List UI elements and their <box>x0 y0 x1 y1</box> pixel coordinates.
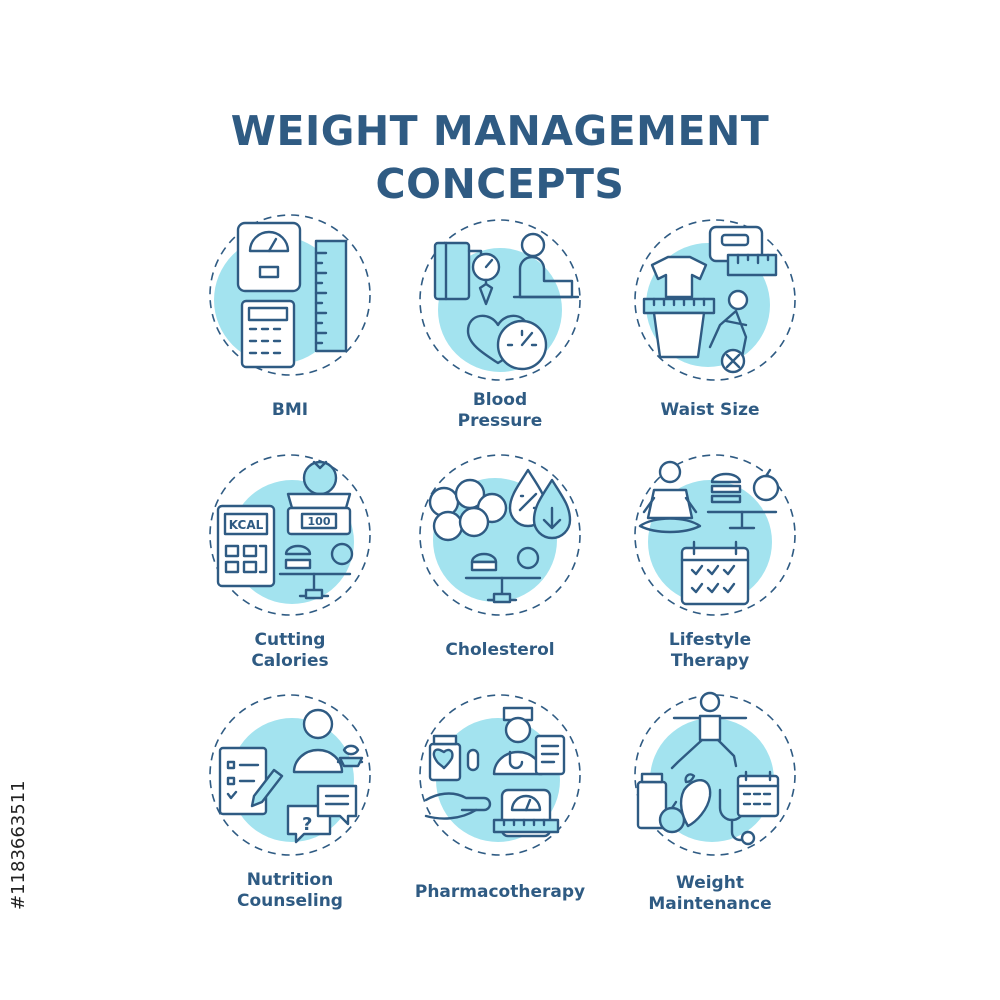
concept-label: BMI <box>271 400 309 420</box>
exercise-diet-icon <box>634 691 796 856</box>
concept-label: Blood Pressure <box>457 390 543 431</box>
concept-lifestyle-therapy: Lifestyle Therapy <box>590 450 830 690</box>
yoga-calendar-icon <box>634 454 796 616</box>
concept-label: Cutting Calories <box>251 630 329 671</box>
concept-label: Pharmacotherapy <box>414 882 586 902</box>
title-line-1: WEIGHT MANAGEMENT <box>230 107 770 156</box>
svg-text:100: 100 <box>308 515 331 528</box>
scale-calculator-ruler-icon <box>209 214 371 376</box>
svg-text:?: ? <box>302 814 312 835</box>
image-id-text: #1183663511 <box>8 780 29 910</box>
doctor-medication-icon <box>419 694 581 856</box>
concept-label: Nutrition Counseling <box>237 870 343 911</box>
concept-label: Cholesterol <box>445 640 555 660</box>
concept-weight-maintenance: Weight Maintenance <box>590 690 830 930</box>
concept-cutting-calories: KCAL 100 Cutting Calories <box>170 450 410 690</box>
concept-bmi: BMI <box>170 205 410 445</box>
cholesterol-molecule-icon <box>419 454 581 616</box>
page-title: WEIGHT MANAGEMENT CONCEPTS <box>0 105 1000 211</box>
concept-blood-pressure: Blood Pressure <box>380 205 620 445</box>
concept-label: Waist Size <box>660 400 760 420</box>
concept-nutrition-counseling: ? Nutrition Counseling <box>170 690 410 930</box>
blood-pressure-monitor-icon <box>419 219 581 381</box>
title-line-2: CONCEPTS <box>375 160 625 209</box>
waist-measuring-tape-icon <box>634 219 796 381</box>
concept-cholesterol: Cholesterol <box>380 450 620 690</box>
nutritionist-chat-icon: ? <box>209 694 371 856</box>
concept-waist-size: Waist Size <box>590 205 830 445</box>
svg-text:KCAL: KCAL <box>229 518 264 532</box>
kcal-food-scale-icon: KCAL 100 <box>209 454 371 616</box>
concept-label: Lifestyle Therapy <box>668 630 752 671</box>
concept-pharmacotherapy: Pharmacotherapy <box>380 690 620 930</box>
concept-label: Weight Maintenance <box>648 873 772 914</box>
